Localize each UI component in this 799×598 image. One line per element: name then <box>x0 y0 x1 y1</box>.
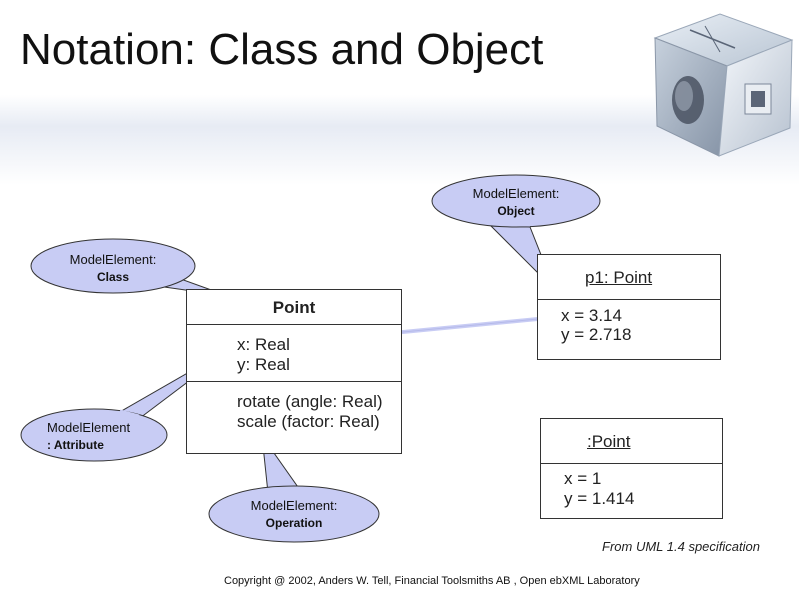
source-note: From UML 1.4 specification <box>602 539 760 554</box>
callout-class-line2: Class <box>96 270 130 284</box>
slot-item: x = 3.14 <box>561 306 622 325</box>
object-box-p1: p1: Point x = 3.14 y = 2.718 <box>537 254 721 360</box>
cube-logo-icon <box>653 13 794 157</box>
slot-item: x = 1 <box>564 469 602 488</box>
callout-class-text: ModelElement: Class <box>43 251 183 286</box>
copyright-text: Copyright @ 2002, Anders W. Tell, Financ… <box>224 575 640 587</box>
attribute-item: y: Real <box>237 355 290 374</box>
callout-object-line1: ModelElement: <box>472 186 560 201</box>
callout-operation-text: ModelElement: Operation <box>224 497 364 532</box>
slot-compartment: x = 3.14 y = 2.718 <box>538 299 720 359</box>
page-title: Notation: Class and Object <box>20 25 544 74</box>
callout-operation-line1: ModelElement: <box>250 498 338 513</box>
callout-object-line2: Object <box>497 204 535 218</box>
slot-item: y = 2.718 <box>561 325 632 344</box>
callout-attribute-line2: : Attribute <box>47 438 104 452</box>
slot-item: y = 1.414 <box>564 489 635 508</box>
callout-class-line1: ModelElement: <box>69 252 157 267</box>
class-name: Point <box>272 298 316 317</box>
class-box-point: Point x: Real y: Real rotate (angle: Rea… <box>186 289 402 454</box>
object-name: :Point <box>587 432 631 451</box>
callout-attribute-text: ModelElement : Attribute <box>25 419 161 454</box>
callout-operation-line2: Operation <box>265 516 323 530</box>
attribute-compartment: x: Real y: Real <box>187 324 401 381</box>
attribute-item: x: Real <box>237 335 290 354</box>
operation-item: scale (factor: Real) <box>237 412 380 431</box>
slot-compartment: x = 1 y = 1.414 <box>541 463 722 518</box>
operation-compartment: rotate (angle: Real) scale (factor: Real… <box>187 381 401 453</box>
callout-object-text: ModelElement: Object <box>446 185 586 220</box>
callout-attribute-line1: ModelElement <box>47 420 131 435</box>
object-box-anonymous: :Point x = 1 y = 1.414 <box>540 418 723 519</box>
operation-item: rotate (angle: Real) <box>237 392 383 411</box>
object-name: p1: Point <box>585 268 653 287</box>
